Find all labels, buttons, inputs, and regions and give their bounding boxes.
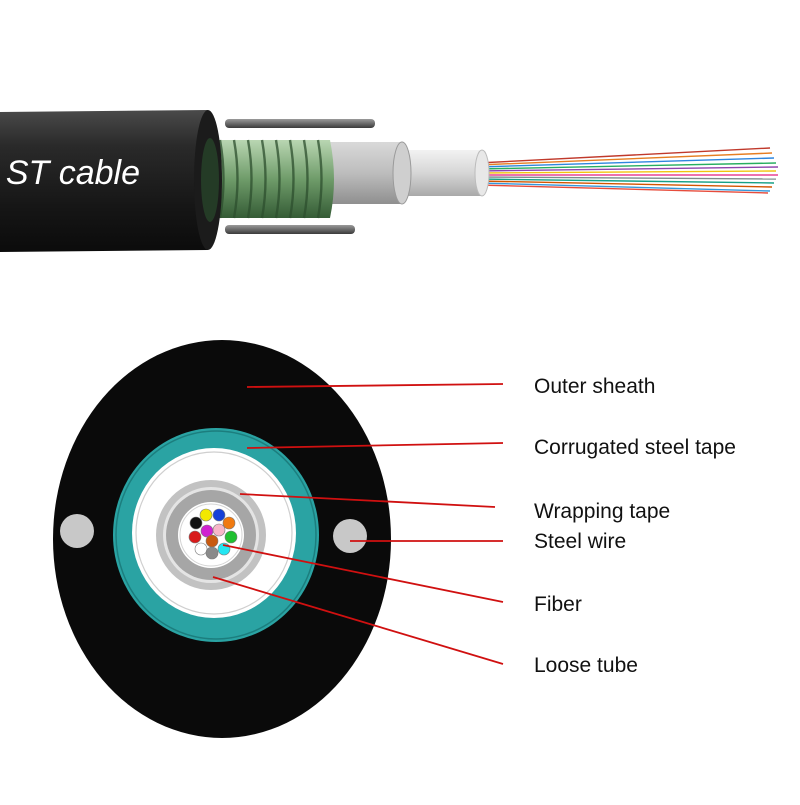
- fiber-core: [189, 516, 203, 530]
- fiber-bundle: [188, 508, 238, 560]
- cable-sheath-text: ST cable: [6, 154, 140, 192]
- steel-wire-top: [225, 119, 375, 128]
- fiber-core: [205, 546, 219, 560]
- fiber-strands: [477, 147, 779, 194]
- fiber-core: [224, 530, 238, 544]
- fiber-core: [205, 534, 219, 548]
- fiber-core: [199, 508, 213, 522]
- fiber-core: [212, 523, 226, 537]
- steel-wire-right: [333, 519, 367, 553]
- leader-fiber: [222, 544, 504, 603]
- wrapping-tape-segment: [325, 142, 407, 204]
- label-fiber: Fiber: [534, 593, 582, 616]
- steel-wire-left: [60, 514, 94, 548]
- leader-lines: [212, 383, 504, 665]
- outer-sheath-segment: [0, 110, 215, 252]
- fiber-core: [188, 530, 202, 544]
- label-loose-tube: Loose tube: [534, 654, 638, 677]
- label-wrapping-tape: Wrapping tape: [534, 500, 670, 523]
- fiber-core: [212, 508, 226, 522]
- leader-loose-tube: [212, 576, 504, 665]
- component-labels: Outer sheath Corrugated steel tape Wrapp…: [534, 375, 736, 677]
- loose-tube-segment: [398, 150, 486, 196]
- label-corrugated-steel-tape: Corrugated steel tape: [534, 436, 736, 459]
- leader-corrugated-steel-tape: [246, 442, 504, 449]
- corrugated-tape-segment: [195, 139, 334, 219]
- cross-section: [53, 340, 391, 738]
- cable-photo: ST cable: [0, 110, 779, 252]
- label-outer-sheath: Outer sheath: [534, 375, 655, 398]
- fiber-core: [222, 516, 236, 530]
- leader-outer-sheath: [246, 383, 504, 388]
- steel-wire-bottom: [225, 225, 355, 234]
- label-steel-wire: Steel wire: [534, 530, 626, 553]
- fiber-core: [194, 542, 208, 556]
- leader-wrapping-tape: [239, 493, 496, 508]
